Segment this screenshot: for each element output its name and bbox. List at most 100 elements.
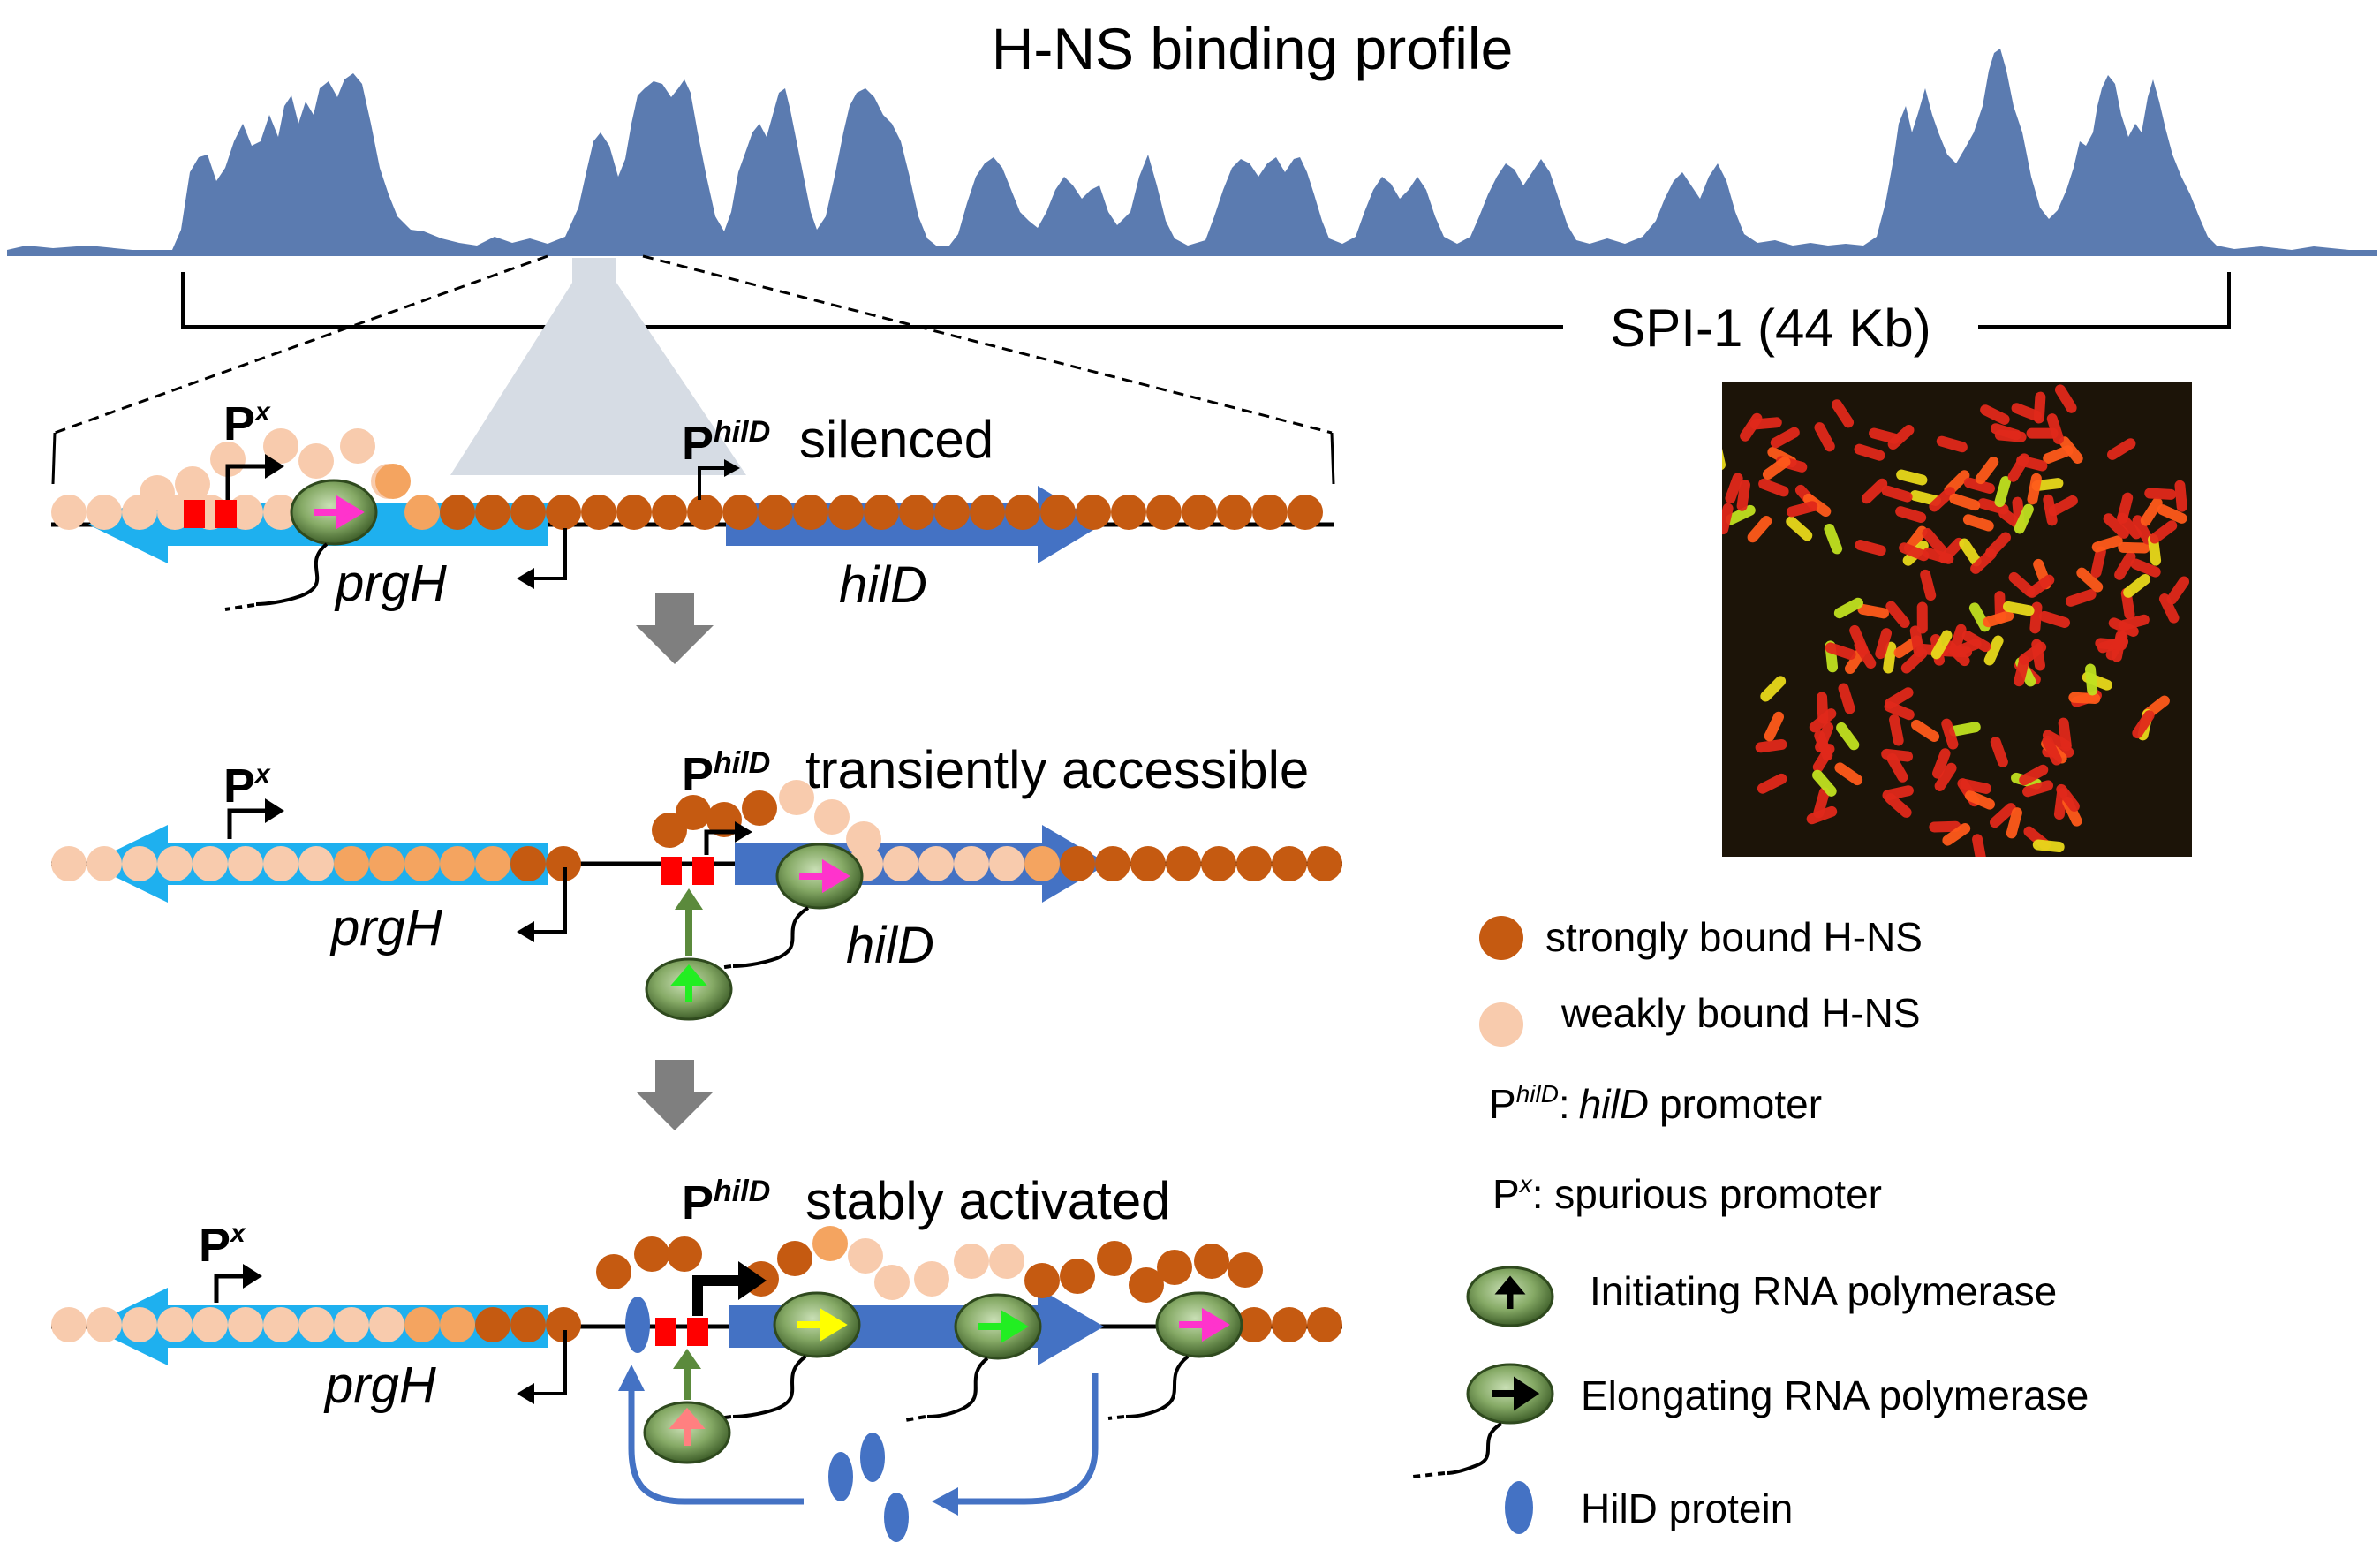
bent-arrow-icon-head	[243, 1264, 262, 1289]
hns-bead	[157, 1307, 193, 1342]
hns-bead	[687, 495, 722, 530]
hns-bead	[122, 1307, 157, 1342]
legend-hild-protein-icon	[1505, 1481, 1533, 1534]
bacterium-cell	[2032, 839, 2065, 853]
bacterium-cell	[1861, 478, 1888, 504]
hns-bead	[914, 1261, 949, 1297]
nascent-rna	[926, 1357, 989, 1418]
bacterium-cell	[2026, 427, 2059, 439]
hns-bead	[546, 495, 581, 530]
hns-bead	[228, 1307, 263, 1342]
bacterium-cell	[2090, 546, 2106, 578]
bacterium-cell	[1923, 548, 1954, 564]
figure-title: H-NS binding profile	[992, 16, 1514, 81]
bacterium-cell	[2007, 453, 2030, 482]
hns-bead	[1236, 846, 1272, 881]
bacterium-cell	[1972, 834, 1987, 857]
bacterium-cell	[2107, 438, 2136, 460]
hns-bead	[1024, 846, 1060, 881]
bacterium-cell	[1747, 516, 1772, 543]
bacterium-cell	[1885, 601, 1910, 629]
hns-bead	[777, 1241, 812, 1276]
bacterium-cell	[2043, 494, 2058, 526]
hns-bead	[812, 1226, 848, 1261]
hns-bead	[334, 846, 369, 881]
hns-bead	[846, 821, 881, 857]
bacterium-cell	[1838, 683, 1855, 714]
bacterium-cell	[1889, 714, 1904, 746]
bacterium-cell	[1934, 762, 1957, 791]
bacterium-cell	[2118, 541, 2150, 554]
hns-bead	[298, 443, 334, 479]
bacterium-cell	[1758, 478, 1789, 497]
bacterium-cell	[2130, 558, 2161, 578]
bacterium-cell	[2149, 520, 2178, 544]
bacterium-cell	[1886, 752, 1908, 782]
px-label: Px	[223, 397, 271, 450]
bacterium-cell	[1936, 435, 1968, 453]
bent-arrow-icon	[534, 528, 567, 580]
bacterium-cell	[1963, 477, 1996, 495]
bacterium-cell	[1895, 506, 1927, 523]
hns-bead	[340, 428, 375, 464]
state-label: transiently accessible	[805, 740, 1309, 799]
bacterium-cell	[1812, 769, 1837, 797]
legend: strongly bound H-NS weakly bound H-NS Ph…	[1412, 914, 2089, 1534]
bacterium-cell	[2019, 764, 2049, 786]
hns-bead	[1182, 495, 1217, 530]
hns-bead	[1097, 1241, 1132, 1276]
hns-bead	[883, 846, 918, 881]
state-label: silenced	[799, 410, 994, 469]
operator-site	[687, 1318, 708, 1346]
legend-elongating: Elongating RNA polymerase	[1581, 1372, 2089, 1418]
bacterium-cell	[1949, 493, 1981, 511]
hns-bead	[546, 846, 581, 881]
bent-arrow-icon-head	[735, 821, 752, 843]
bacterium-cell	[2065, 589, 2097, 607]
transcript-arrow-icon	[799, 858, 850, 894]
bent-arrow-icon-head	[517, 1383, 534, 1404]
hns-bead	[793, 495, 828, 530]
bent-arrow-icon	[698, 466, 724, 500]
hns-bead	[175, 466, 210, 502]
hns-bead	[369, 1307, 404, 1342]
operator-site	[655, 1318, 676, 1346]
recruitment-arrow-head	[675, 888, 703, 910]
hns-bead	[1272, 1307, 1307, 1342]
bent-arrow-icon-head	[738, 1261, 767, 1300]
hns-bead	[758, 495, 793, 530]
bacterium-cell	[1875, 628, 1893, 660]
hns-bead	[157, 846, 193, 881]
hns-bead	[742, 790, 777, 826]
hns-bead	[1236, 1307, 1272, 1342]
bacterium-cell	[2042, 735, 2062, 766]
hns-bead	[1005, 495, 1040, 530]
bacterium-cell	[2022, 780, 2054, 798]
bacterium-cell	[1770, 427, 1800, 449]
bacterium-cell	[1980, 404, 2010, 425]
bacterium-cell	[2144, 488, 2177, 500]
bacterium-cell	[2123, 573, 2151, 598]
bacterium-cell	[1932, 748, 1951, 779]
legend-hild-protein: HilD protein	[1581, 1486, 1793, 1531]
hns-bead	[1217, 495, 1252, 530]
legend-weak-hns-swatch	[1479, 1002, 1523, 1047]
hns-bead	[475, 846, 510, 881]
nascent-rna	[732, 1355, 807, 1418]
transcript-arrow-icon	[797, 1307, 848, 1342]
bent-arrow-icon	[534, 867, 567, 934]
down-arrow-icon	[636, 593, 714, 664]
hns-bead	[1157, 1250, 1192, 1285]
feedback-arrow	[954, 1373, 1099, 1505]
bacterium-cell	[1916, 601, 1928, 634]
bacterium-cell	[2039, 610, 2070, 628]
hns-bead	[667, 1236, 702, 1272]
hns-bead	[676, 795, 711, 830]
bacterium-cell	[2027, 473, 2042, 505]
bacterium-cell	[1911, 719, 1940, 742]
bent-arrow-icon	[225, 464, 265, 500]
bent-arrow-icon	[692, 1275, 742, 1316]
bacterium-cell	[2095, 638, 2127, 651]
bacterium-cell	[1959, 538, 1982, 567]
